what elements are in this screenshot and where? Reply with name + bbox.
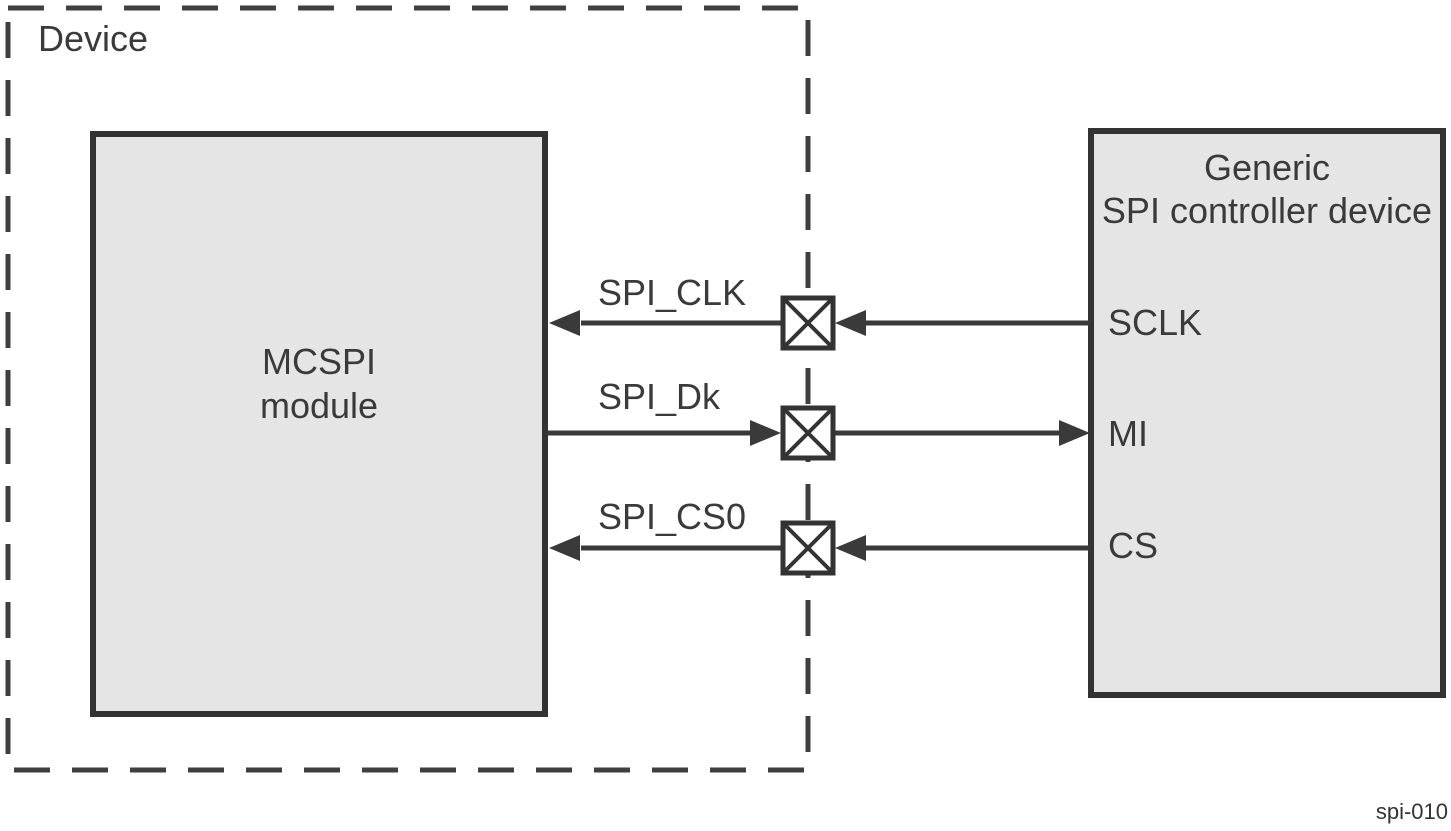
signal-line-spi-dk <box>547 420 1090 446</box>
pin-label-cs: CS <box>1108 525 1159 566</box>
arrowhead-into-mcspi-spi-clk <box>549 310 580 336</box>
signal-label-spi-dk: SPI_Dk <box>598 376 721 417</box>
arrowhead-into-pad-spi-clk <box>835 310 866 336</box>
mcspi-module-box: MCSPI module <box>90 131 548 717</box>
signal-line-spi-cs0 <box>549 535 1090 561</box>
controller-title-line2: SPI controller device <box>1101 190 1433 231</box>
io-pad-spi-dk <box>780 405 836 461</box>
pin-label-sclk: SCLK <box>1108 302 1203 343</box>
device-boundary-label: Device <box>38 18 149 59</box>
controller-title-line1: Generic <box>1203 147 1331 188</box>
arrowhead-into-pad-spi-cs0 <box>835 535 866 561</box>
mcspi-label-line1: MCSPI <box>261 341 376 382</box>
io-pad-spi-cs0 <box>780 520 836 576</box>
generic-spi-controller-box: Generic SPI controller device SCLK MI CS <box>1088 128 1446 698</box>
mcspi-label-line2: module <box>259 385 379 426</box>
pin-label-mi: MI <box>1108 413 1148 454</box>
figure-id: spi-010 <box>1375 799 1448 824</box>
io-pad-spi-clk <box>780 295 836 351</box>
arrowhead-into-controller-spi-dk <box>1059 420 1090 446</box>
controller-box-title: Generic SPI controller device <box>1094 146 1440 232</box>
arrowhead-into-mcspi-spi-cs0 <box>549 535 580 561</box>
signal-label-spi-clk: SPI_CLK <box>598 272 747 313</box>
mcspi-module-label: MCSPI module <box>96 340 542 428</box>
arrowhead-into-pad-spi-dk <box>750 420 781 446</box>
signal-label-spi-cs0: SPI_CS0 <box>598 496 747 537</box>
